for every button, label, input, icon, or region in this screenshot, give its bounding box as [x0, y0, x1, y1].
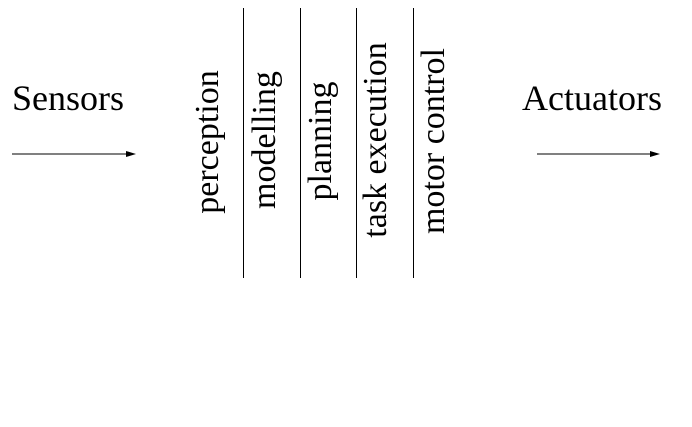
stage-divider [356, 8, 357, 278]
actuators-label: Actuators [522, 78, 662, 118]
stage-divider [413, 8, 414, 278]
stage-perception: perception [189, 70, 226, 214]
stage-divider [300, 8, 301, 278]
stage-planning: planning [302, 81, 339, 201]
stage-motor-control: motor control [415, 47, 452, 235]
stage-divider [243, 8, 244, 278]
input-arrow [12, 151, 136, 157]
sensors-label: Sensors [12, 78, 125, 118]
output-arrow [537, 151, 660, 157]
stage-modelling: modelling [246, 71, 283, 209]
stage-task-execution: task execution [357, 42, 394, 238]
